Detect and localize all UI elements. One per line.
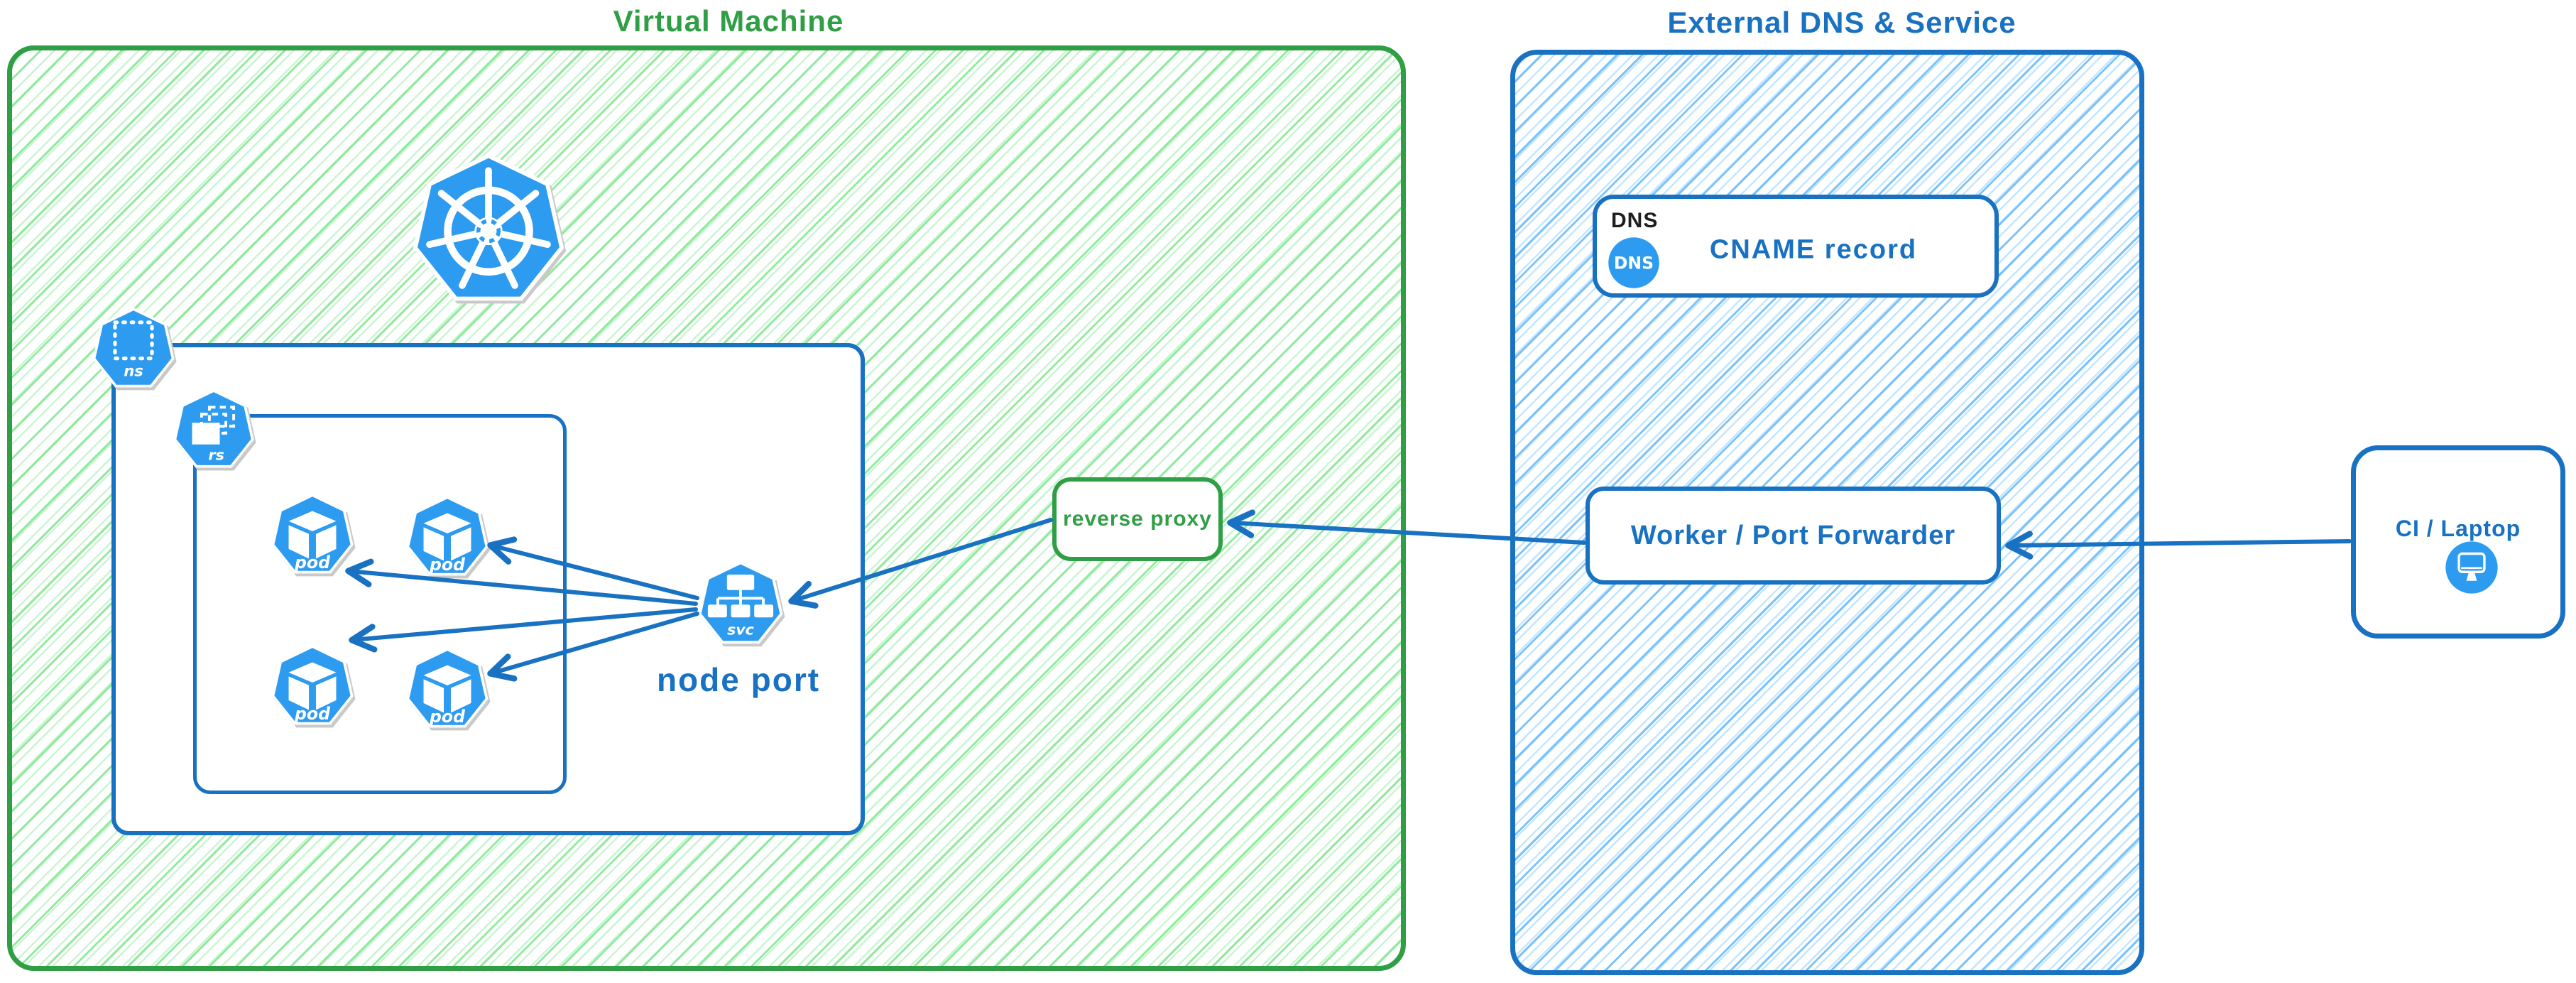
external-dns-service-title: External DNS & Service	[1667, 6, 2016, 39]
svc-badge-label: svc	[727, 621, 754, 639]
reverse-proxy-label: reverse proxy	[1063, 507, 1212, 531]
namespace-ns-icon: ns	[92, 308, 175, 388]
pod-label: pod	[294, 704, 331, 724]
pod-label: pod	[294, 553, 331, 572]
ns-badge-label: ns	[124, 362, 143, 379]
node-port-label: node port	[656, 661, 821, 698]
ci-laptop-label: CI / Laptop	[2395, 516, 2521, 541]
pod-icon-2: pod	[406, 496, 489, 576]
dns-badge-label: DNS	[1614, 253, 1654, 273]
pod-label: pod	[429, 555, 466, 575]
dns-icon: DNS	[1608, 237, 1659, 288]
pod-icon-3: pod	[271, 645, 354, 725]
dns-heading: DNS	[1611, 209, 1659, 232]
replicaset-rs-icon: rs	[173, 389, 254, 468]
service-svc-icon: svc	[698, 561, 783, 644]
laptop-monitor-icon	[2445, 541, 2498, 594]
reverse-proxy-node: reverse proxy	[1052, 477, 1223, 561]
cname-record-label: CNAME record	[1709, 234, 1918, 265]
dns-node: DNS DNS CNAME record	[1593, 195, 1999, 298]
ci-laptop-node: CI / Laptop	[2351, 445, 2565, 639]
pod-icon-1: pod	[271, 494, 354, 574]
pod-icon-4: pod	[406, 648, 489, 728]
virtual-machine-title: Virtual Machine	[613, 4, 844, 38]
worker-port-forwarder-label: Worker / Port Forwarder	[1630, 520, 1956, 550]
rs-badge-label: rs	[208, 447, 224, 464]
pod-label: pod	[429, 707, 466, 727]
worker-port-forwarder-node: Worker / Port Forwarder	[1586, 487, 2001, 585]
kubernetes-logo-icon	[413, 153, 564, 301]
